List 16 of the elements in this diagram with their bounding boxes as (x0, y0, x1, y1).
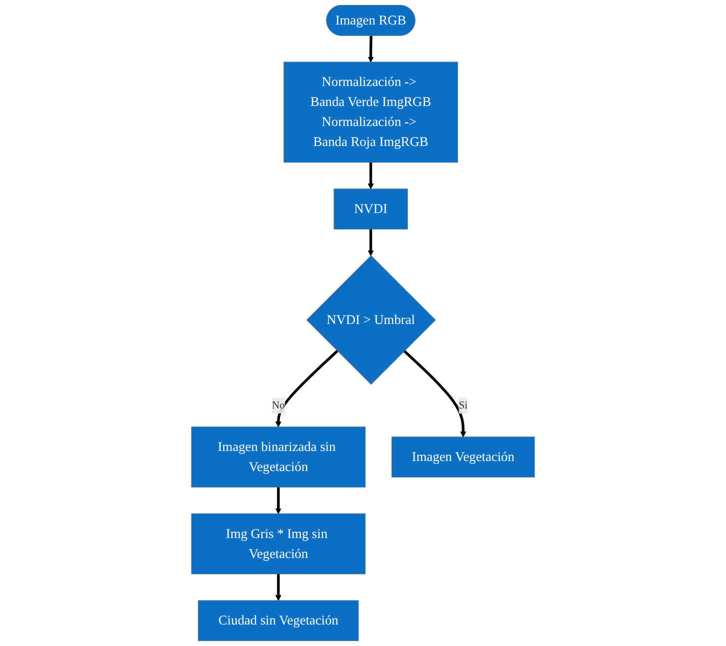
node-box: Img Gris * Img sin Vegetación (191, 513, 366, 574)
node-box: NVDI (334, 188, 408, 230)
arrow (368, 162, 374, 190)
arrow (275, 350, 338, 428)
node-box: Imagen Vegetación (392, 436, 535, 478)
edge-label: Si (458, 400, 468, 411)
arrow (275, 574, 282, 601)
node-diamond: NVDI > Umbral (306, 255, 436, 385)
arrow (275, 487, 282, 514)
node-box: Imagen binarizada sin Vegetación (191, 426, 366, 488)
edge-label: No (272, 400, 285, 411)
arrow (368, 36, 374, 62)
node-box: Normalización -> Banda Verde ImgRGB Normalización -> Banda Roja ImgRGB (284, 62, 458, 163)
node-box: Ciudad sin Vegetación (198, 600, 359, 641)
arrow (403, 350, 466, 438)
arrow (368, 229, 374, 256)
